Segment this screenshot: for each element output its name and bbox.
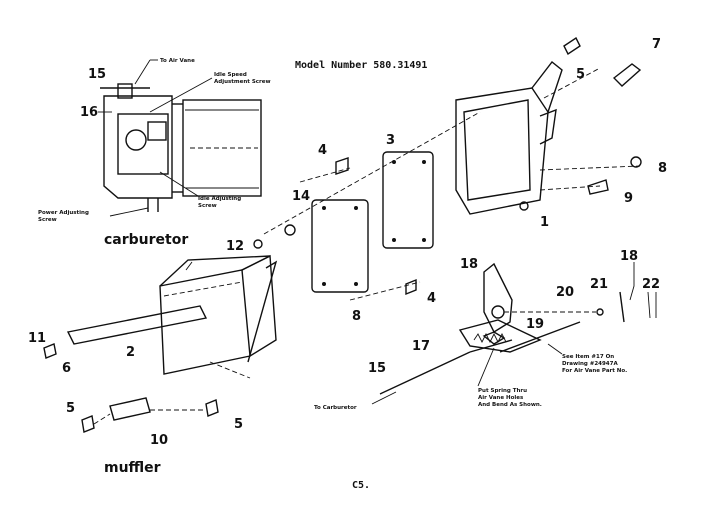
callout-bend: And Bend As Shown. (478, 402, 542, 408)
callout-to-air-vane: To Air Vane (160, 58, 195, 64)
callout-for-vane: For Air Vane Part No. (562, 368, 627, 374)
part-12-label: 12 (226, 239, 244, 254)
gasket-plates: 4 3 8 4 14 12 (226, 111, 481, 324)
part-3-label: 3 (386, 133, 395, 148)
carburetor-body (103, 95, 173, 199)
callout-to-carburetor: To Carburetor (314, 405, 357, 411)
plate-3 (382, 151, 434, 249)
screw-5-right (205, 399, 219, 417)
part-4b-label: 4 (427, 291, 436, 306)
part-8-label: 8 (658, 161, 667, 176)
pin-18 (629, 262, 635, 301)
part-19-label: 19 (526, 317, 544, 332)
part-15-label: 15 (88, 67, 106, 82)
screw-5-left (81, 415, 95, 433)
callout-idle-speed-2: Adjustment Screw (214, 79, 271, 85)
muffler-title: muffler (104, 460, 161, 476)
part-10-label: 10 (150, 433, 168, 448)
clamp-10 (109, 397, 151, 421)
callout-see-item: See Item #17 On (562, 354, 614, 360)
part-22-label: 22 (642, 277, 660, 292)
model-number-label: Model Number 580.31491 (295, 60, 427, 71)
callout-idle-adjusting-2: Screw (198, 203, 217, 209)
callout-put-spring: Put Spring Thru (478, 388, 527, 394)
gasket-7 (612, 63, 642, 87)
bolt-5-top (563, 36, 581, 56)
callout-power-adjusting-2: Screw (38, 217, 57, 223)
callout-vane-holes: Air Vane Holes (478, 395, 524, 401)
part-17-label: 17 (412, 339, 430, 354)
bracket-11 (66, 305, 208, 345)
part-21-label: 21 (590, 277, 608, 292)
part-2-label: 2 (126, 345, 135, 360)
page-code: C5. (352, 480, 370, 491)
carburetor-title: carburetor (104, 232, 188, 248)
part-8-plate-label: 8 (352, 309, 361, 324)
callout-idle-speed: Idle Speed (214, 72, 247, 78)
lever-18 (483, 262, 513, 334)
carburetor-assembly: To Air Vane Idle Speed Adjustment Screw … (38, 58, 271, 248)
part-9-label: 9 (624, 191, 633, 206)
nut-8 (630, 156, 642, 168)
muffler-body-2 (159, 269, 251, 375)
part-11-label: 11 (28, 331, 46, 346)
callout-idle-adjusting: Idle Adjusting (198, 196, 241, 202)
part-5a-label: 5 (576, 67, 585, 82)
part-18b-label: 18 (620, 249, 638, 264)
part-1-label: 1 (540, 215, 549, 230)
spring-22 (647, 291, 657, 319)
part-6-label: 6 (62, 361, 71, 376)
part-4a-label: 4 (318, 143, 327, 158)
part-15b-label: 15 (368, 361, 386, 376)
governor-linkage: 18 19 17 15 20 21 18 22 To Carburetor Se… (314, 249, 660, 411)
muffler-assembly: 11 6 2 5 10 5 muffler (28, 254, 278, 476)
callout-drawing: Drawing #24947A (562, 361, 618, 367)
part-18a-label: 18 (460, 257, 478, 272)
screw-6 (43, 343, 57, 359)
part-5c-label: 5 (234, 417, 243, 432)
part-20-label: 20 (556, 285, 574, 300)
part-14-label: 14 (292, 189, 310, 204)
part-7-label: 7 (652, 37, 661, 52)
part-16-label: 16 (80, 105, 98, 120)
bolt-4-upper (335, 157, 349, 175)
air-cleaner-body (182, 99, 262, 197)
screw-9 (587, 179, 609, 195)
part-5b-label: 5 (66, 401, 75, 416)
muffler-housing-top: 1 5 7 8 9 (455, 36, 667, 230)
pin-20 (596, 308, 604, 316)
clip-21 (619, 291, 625, 323)
bolt-4-lower (405, 278, 417, 296)
plate-8 (311, 199, 369, 293)
callout-power-adjusting: Power Adjusting (38, 210, 89, 216)
nut-13 (253, 239, 263, 249)
washer-14 (284, 224, 296, 236)
